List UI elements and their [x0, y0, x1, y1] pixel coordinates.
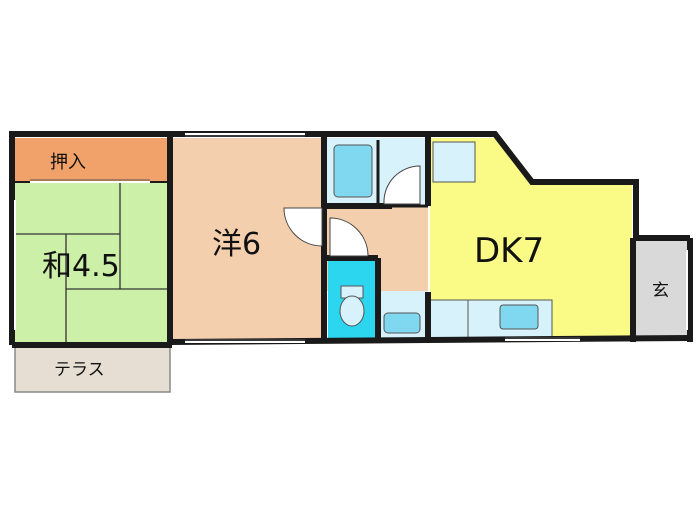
closet-area — [12, 138, 170, 182]
washitsu-label: 和4.5 — [42, 249, 120, 284]
dk-room — [430, 138, 632, 338]
kitchen-sink — [499, 304, 539, 330]
dk-label: DK7 — [474, 231, 544, 271]
terrace-label: テラス — [54, 360, 105, 380]
western-room — [172, 138, 322, 343]
wash-basin — [383, 312, 421, 334]
bathtub — [333, 144, 373, 198]
windows — [14, 133, 688, 343]
entrance-label: 玄 — [652, 281, 669, 301]
tatami-mat-lines — [12, 183, 170, 343]
entrance-area — [634, 240, 688, 338]
door-swings — [283, 165, 421, 257]
terrace-area — [14, 345, 171, 393]
closet-label: 押入 — [50, 152, 86, 173]
youshitsu-label: 洋6 — [212, 227, 261, 262]
toilet-bowl — [339, 295, 365, 327]
refrigerator — [432, 141, 476, 183]
tatami-room — [12, 183, 170, 343]
